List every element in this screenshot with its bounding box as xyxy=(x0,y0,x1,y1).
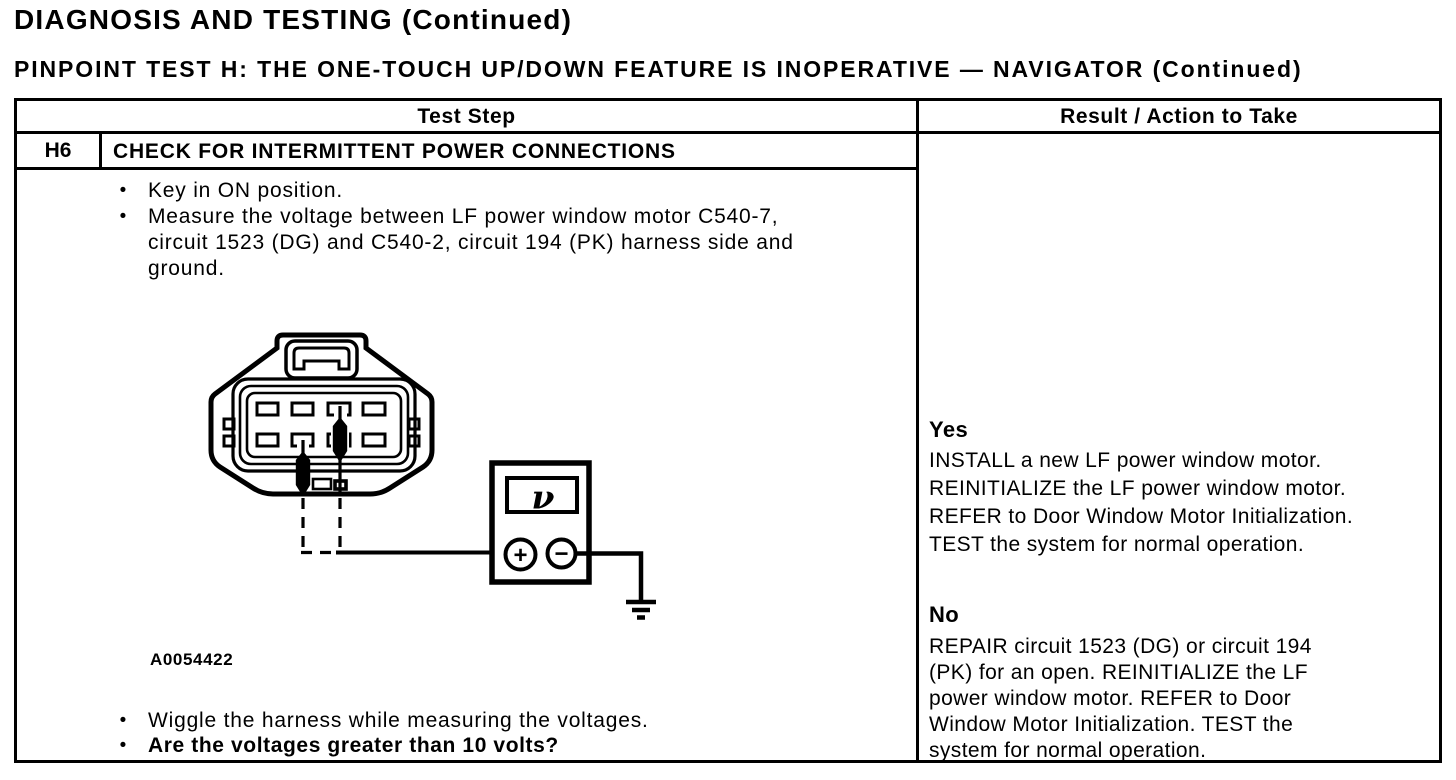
action-line: TEST the system for normal operation. xyxy=(929,533,1305,556)
result-action-column-header: Result / Action to Take xyxy=(1060,105,1298,128)
connector-voltmeter-diagram: ν + − xyxy=(208,332,656,620)
bullet-marker: • xyxy=(119,735,127,756)
pin xyxy=(255,432,280,448)
instruction-line: Measure the voltage between LF power win… xyxy=(148,205,779,228)
pinpoint-test-table: Test Step Result / Action to Take H6 CHE… xyxy=(14,98,1442,763)
no-result-label: No xyxy=(929,602,960,627)
step-id-cell: H6 xyxy=(44,139,72,162)
voltmeter: ν + − xyxy=(489,460,592,585)
yes-action-text: INSTALL a new LF power window motor. REI… xyxy=(929,447,1353,559)
voltmeter-symbol: ν xyxy=(532,478,555,517)
pin-housing-mid xyxy=(238,384,410,466)
pin-housing-inner xyxy=(245,391,403,459)
action-line: Window Motor Initialization. TEST the xyxy=(929,713,1294,736)
action-line: INSTALL a new LF power window motor. xyxy=(929,449,1322,472)
connector-index-slot xyxy=(311,477,333,491)
step-title-cell: CHECK FOR INTERMITTENT POWER CONNECTIONS xyxy=(113,140,676,163)
bullet-marker: • xyxy=(119,710,127,731)
no-action-text: REPAIR circuit 1523 (DG) or circuit 194 … xyxy=(929,634,1312,764)
connector-latch-profile xyxy=(292,346,351,371)
voltmeter-display xyxy=(505,476,579,514)
action-line: REINITIALIZE the LF power window motor. xyxy=(929,477,1347,500)
pin xyxy=(290,401,315,417)
pin xyxy=(255,401,280,417)
action-line: REPAIR circuit 1523 (DG) or circuit 194 xyxy=(929,635,1312,658)
ground-wire xyxy=(575,551,656,620)
step-id-divider xyxy=(99,131,102,170)
pin-row-bottom xyxy=(255,432,387,448)
instruction-line: ground. xyxy=(148,257,225,280)
column-divider xyxy=(916,101,919,760)
test-probe-left xyxy=(295,440,311,494)
meter-wire-negative xyxy=(575,551,644,602)
action-line: system for normal operation. xyxy=(929,739,1207,762)
minus-sign: − xyxy=(554,541,568,568)
step-question: Are the voltages greater than 10 volts? xyxy=(148,734,559,757)
figure-reference-label: A0054422 xyxy=(150,650,234,669)
action-line: power window motor. REFER to Door xyxy=(929,687,1292,710)
pin xyxy=(361,401,387,417)
yes-result-label: Yes xyxy=(929,417,969,442)
probe-leads-dashed xyxy=(301,498,342,555)
plus-sign: + xyxy=(513,542,527,569)
test-step-column-header: Test Step xyxy=(417,105,516,128)
test-probe-right xyxy=(332,406,348,460)
header-row-divider xyxy=(17,131,1439,134)
step-instruction-key-on: Key in ON position. xyxy=(148,179,343,202)
step-row-divider xyxy=(17,167,919,170)
pinpoint-test-subtitle: PINPOINT TEST H: THE ONE-TOUCH UP/DOWN F… xyxy=(14,56,1303,82)
bullet-marker: • xyxy=(119,180,127,201)
pin-row-top xyxy=(255,401,387,417)
positive-terminal xyxy=(503,537,538,572)
pin xyxy=(361,432,387,448)
pin-housing-outer xyxy=(231,377,417,473)
step-instruction-measure: Measure the voltage between LF power win… xyxy=(148,204,794,282)
connector-shell xyxy=(208,332,435,497)
page-title: DIAGNOSIS AND TESTING (Continued) xyxy=(14,4,573,35)
action-line: (PK) for an open. REINITIALIZE the LF xyxy=(929,661,1308,684)
bullet-marker: • xyxy=(119,206,127,227)
step-instruction-wiggle: Wiggle the harness while measuring the v… xyxy=(148,709,649,732)
instruction-line: circuit 1523 (DG) and C540-2, circuit 19… xyxy=(148,231,794,254)
action-line: REFER to Door Window Motor Initializatio… xyxy=(929,505,1354,528)
